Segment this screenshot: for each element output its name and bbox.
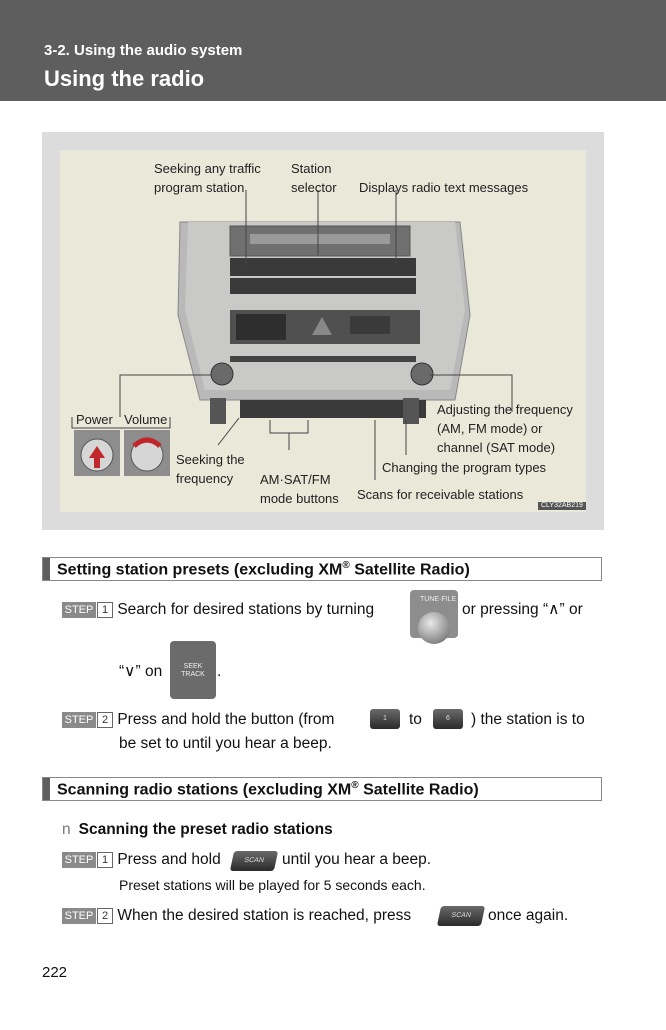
preset-button-6-icon: 6 <box>433 709 463 729</box>
label-volume: Volume <box>124 412 168 427</box>
seek-track-button-icon: SEEK TRACK <box>170 641 216 699</box>
section-label: 3-2. Using the audio system <box>44 42 243 59</box>
scan-button-icon: SCAN <box>229 851 279 871</box>
page-title: Using the radio <box>44 66 205 91</box>
page-number: 222 <box>42 964 68 981</box>
chapter-header: 3-2. Using the audio system Using the ra… <box>0 0 666 101</box>
preset-button-1-icon: 1 <box>370 709 400 729</box>
section-heading-presets: Setting station presets (excluding XM® S… <box>42 557 602 581</box>
section-tab <box>43 558 50 580</box>
figure-code: CLY32AB219 <box>538 502 586 510</box>
label-power: Power <box>76 412 113 427</box>
label-changing-program: Changing the program types <box>382 460 547 475</box>
audio-panel-illustration <box>71 190 513 480</box>
preset-note: Preset stations will be played for 5 sec… <box>119 877 426 893</box>
label-scans: Scans for receivable stations <box>357 487 524 502</box>
tune-file-knob-icon: TUNE·FILE <box>410 590 458 644</box>
section-tab <box>43 778 50 800</box>
section-heading-scanning: Scanning radio stations (excluding XM® S… <box>42 777 602 801</box>
label-radio-text: Displays radio text messages <box>359 180 529 195</box>
scan-button-icon: SCAN <box>436 906 486 926</box>
